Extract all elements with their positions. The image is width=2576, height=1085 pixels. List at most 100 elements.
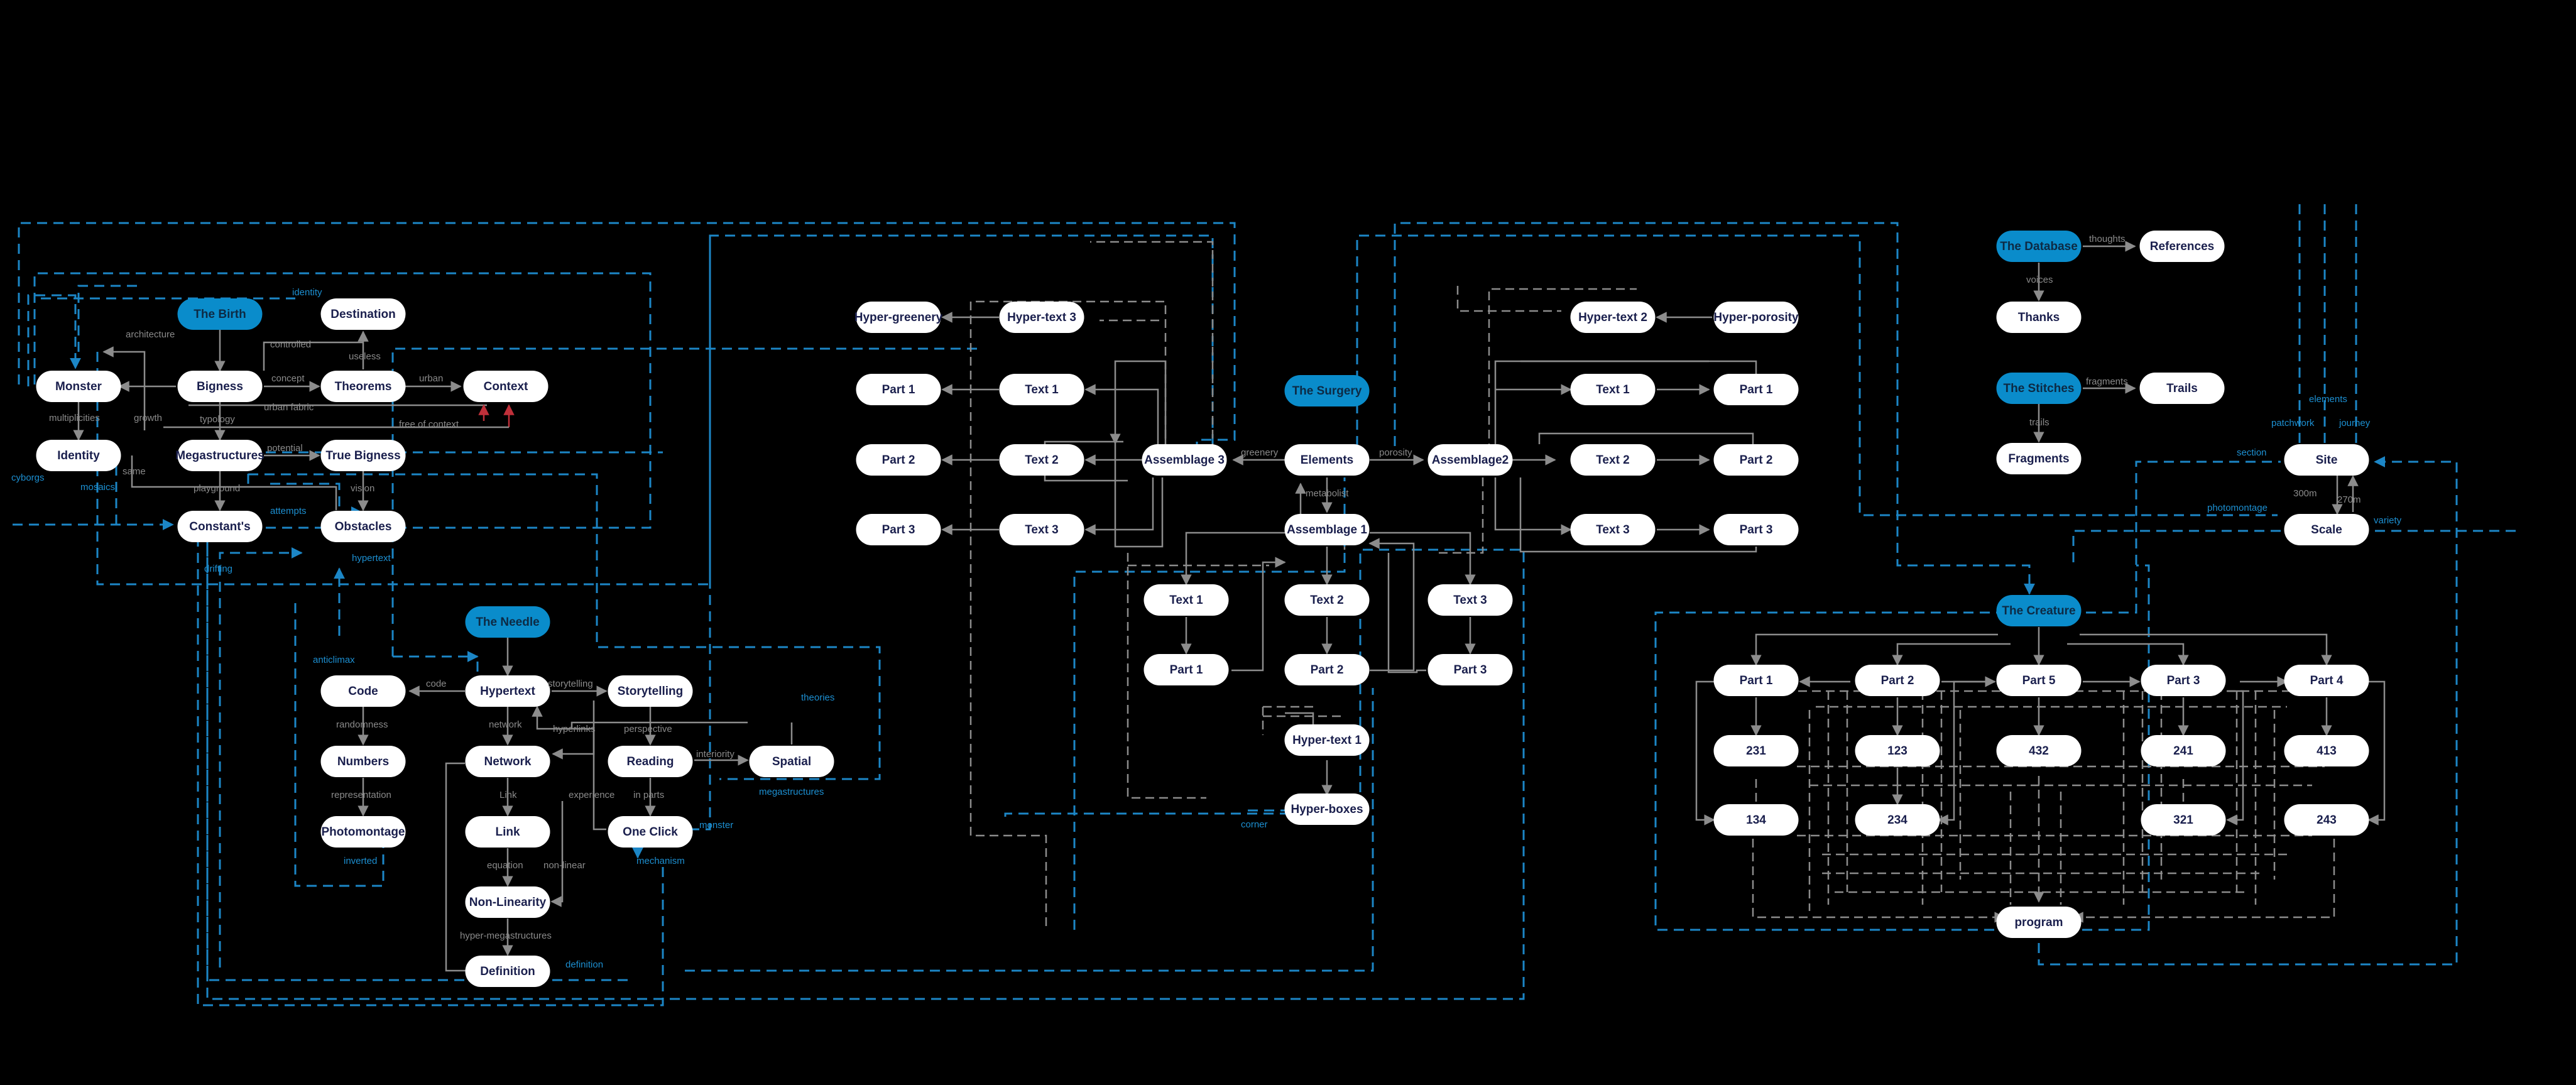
node-references: References xyxy=(2139,231,2225,262)
node-shape xyxy=(36,371,121,402)
node-shape xyxy=(1570,302,1656,333)
node-part-1-b: Part 1 xyxy=(1143,654,1229,685)
edge-label: Link xyxy=(499,790,517,800)
node-label: Part 4 xyxy=(2310,674,2344,687)
node-shape xyxy=(856,302,941,333)
node-monster: Monster xyxy=(36,371,121,402)
edge-label: same xyxy=(123,466,146,477)
dashed-link xyxy=(247,451,663,484)
edge-label: equation xyxy=(487,860,523,871)
node-text-3-c: Text 3 xyxy=(1570,514,1656,545)
node-shape xyxy=(999,302,1084,333)
solid-connectors xyxy=(73,241,2386,972)
dashed-link xyxy=(77,285,141,352)
node-shape xyxy=(856,374,941,405)
node-fragments: Fragments xyxy=(1996,443,2082,474)
edge-label: potential xyxy=(267,443,303,454)
edge-label: trails xyxy=(2029,417,2049,428)
node-shape xyxy=(999,444,1084,476)
connector xyxy=(1285,712,1314,729)
node-label: Part 3 xyxy=(1454,663,1487,677)
node-hypertext: Hypertext xyxy=(465,675,550,707)
node-label: Storytelling xyxy=(618,685,684,698)
node-shape xyxy=(1713,444,1799,476)
node-text-2-c: Text 2 xyxy=(1570,444,1656,476)
node-label: Theorems xyxy=(335,380,392,393)
node-shape xyxy=(320,746,406,777)
node-shape xyxy=(320,675,406,707)
dashed-link xyxy=(969,300,1167,927)
note-label: elements xyxy=(2309,394,2347,405)
node-text-3-b: Text 3 xyxy=(1427,584,1513,616)
dashed-link xyxy=(1004,812,1313,817)
node-label: Definition xyxy=(480,965,535,978)
edge-label: playground xyxy=(194,483,240,494)
node-obstacles: Obstacles xyxy=(320,511,406,542)
node-label: Part 2 xyxy=(1740,454,1773,467)
node-program: program xyxy=(1996,907,2082,938)
edge-label: perspective xyxy=(624,724,672,734)
node-shape xyxy=(1142,444,1227,476)
edge-label: free of context xyxy=(399,419,459,430)
edge-label: hyperlinks xyxy=(553,724,596,734)
node-part-2-d: Part 2 xyxy=(1855,665,1940,696)
edge-label: representation xyxy=(331,790,391,800)
node-label: The Birth xyxy=(194,308,246,321)
dashed-link xyxy=(1752,839,2006,923)
node-shape xyxy=(856,444,941,476)
node-thanks: Thanks xyxy=(1996,302,2082,333)
node-n123: 123 xyxy=(1855,735,1940,766)
node-hyper-greenery: Hyper-greenery xyxy=(854,302,943,333)
node-label: 321 xyxy=(2173,814,2193,827)
edge-label: 270m xyxy=(2337,494,2361,505)
node-spatial: Spatial xyxy=(749,746,834,777)
node-part-5-d: Part 5 xyxy=(1996,665,2082,696)
note-label: attempts xyxy=(270,506,307,516)
edge-label: controlled xyxy=(270,339,311,350)
node-site: Site xyxy=(2284,444,2369,476)
note-label: anticlimax xyxy=(313,655,355,665)
connector xyxy=(1695,680,1715,826)
node-code: Code xyxy=(320,675,406,707)
node-label: Assemblage2 xyxy=(1432,454,1509,467)
dashed-link xyxy=(2038,456,2458,966)
edge-label: porosity xyxy=(1379,447,1412,458)
node-shape xyxy=(1713,735,1799,766)
node-label: Part 5 xyxy=(2022,674,2056,687)
node-shape xyxy=(2141,735,2226,766)
node-label: Part 3 xyxy=(2167,674,2200,687)
node-shape xyxy=(608,816,693,848)
node-label: Constant's xyxy=(189,520,250,533)
connector xyxy=(263,341,363,371)
dashed-link xyxy=(1356,234,2278,516)
connector xyxy=(550,801,564,907)
node-shape xyxy=(320,511,406,542)
note-label: hypertext xyxy=(352,553,391,564)
edge-label: fragments xyxy=(2086,376,2128,387)
node-shape xyxy=(1284,514,1370,545)
node-n234: 234 xyxy=(1855,804,1940,836)
connector xyxy=(2080,633,2332,666)
node-shape xyxy=(1713,514,1799,545)
edge-label: growth xyxy=(134,413,162,423)
node-shape xyxy=(1427,654,1513,685)
node-label: True Bigness xyxy=(325,449,400,462)
node-shape xyxy=(1996,302,2082,333)
hub-node-shape xyxy=(1996,373,2082,404)
node-shape xyxy=(1143,654,1229,685)
node-shape xyxy=(465,746,550,777)
node-photomontage: Photomontage xyxy=(320,816,406,848)
node-label: Link xyxy=(495,826,520,839)
dashed-link xyxy=(96,234,1214,586)
node-label: Fragments xyxy=(2008,452,2069,466)
node-network: Network xyxy=(465,746,550,777)
connector xyxy=(1519,477,1757,553)
node-elements: Elements xyxy=(1284,444,1370,476)
node-assemblage-3: Assemblage 3 xyxy=(1142,444,1227,476)
node-shape xyxy=(465,886,550,918)
node-label: Part 1 xyxy=(1740,674,1773,687)
node-shape xyxy=(2139,231,2225,262)
node-hyper-text-2: Hyper-text 2 xyxy=(1570,302,1656,333)
node-shape xyxy=(999,374,1084,405)
